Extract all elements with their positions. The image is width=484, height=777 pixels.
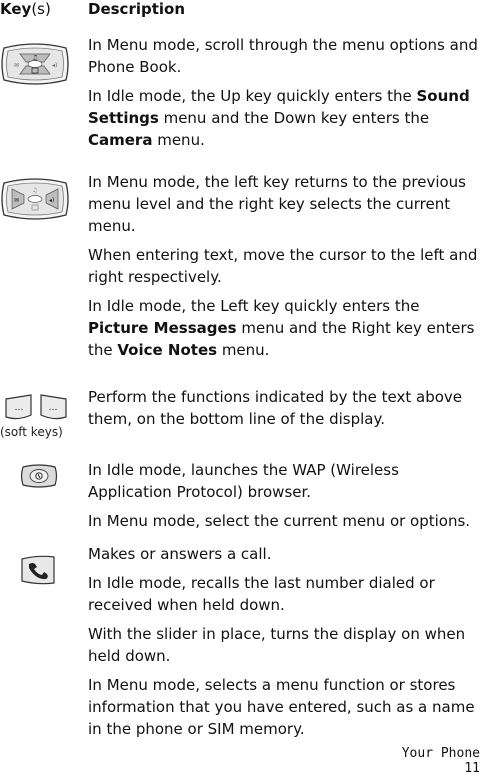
row-nav-updown-description: In Menu mode, scroll through the menu op…	[88, 34, 480, 158]
svg-text:♫: ♫	[32, 187, 37, 194]
nav-key-leftright-icon: ♫ ✉ ◂)	[1, 178, 69, 220]
nav-leftright-para-1: In Menu mode, the left key returns to th…	[88, 173, 466, 235]
soft-keys-icon: … …	[5, 394, 67, 420]
svg-text:◂): ◂)	[49, 197, 54, 204]
row-soft-keys-description: Perform the functions indicated by the t…	[88, 386, 480, 437]
key-column-header: Key(s)	[0, 0, 51, 18]
footer-section-title: Your Phone	[401, 746, 480, 761]
svg-text:…: …	[49, 403, 58, 413]
svg-text:◂): ◂)	[52, 62, 57, 69]
soft-keys-para-1: Perform the functions indicated by the t…	[88, 388, 463, 428]
nav-key-updown-icon: ♫ ✉ ◂)	[1, 43, 69, 85]
nav-leftright-para-3: In Idle mode, the Left key quickly enter…	[88, 297, 475, 359]
nav-updown-para-1: In Menu mode, scroll through the menu op…	[88, 36, 478, 76]
soft-keys-caption: (soft keys)	[0, 425, 63, 439]
row-call-key-description: Makes or answers a call. In Idle mode, r…	[88, 543, 480, 747]
call-key-icon	[21, 555, 55, 585]
footer-page-number: 11	[464, 761, 480, 776]
row-wap-key-description: In Idle mode, launches the WAP (Wireless…	[88, 459, 480, 539]
call-key-para-1: Makes or answers a call.	[88, 545, 272, 563]
page-footer: Your Phone 11	[402, 746, 480, 776]
svg-text:…: …	[15, 403, 24, 413]
call-key-para-3: With the slider in place, turns the disp…	[88, 625, 466, 665]
key-header-label: Key	[0, 0, 32, 18]
wap-key-para-2: In Menu mode, select the current menu or…	[88, 512, 471, 530]
nav-updown-para-2: In Idle mode, the Up key quickly enters …	[88, 87, 470, 149]
row-nav-leftright-description: In Menu mode, the left key returns to th…	[88, 171, 480, 368]
svg-text:✉: ✉	[14, 62, 19, 69]
description-column-header: Description	[88, 0, 186, 18]
wap-key-icon	[20, 464, 58, 488]
svg-text:✉: ✉	[14, 197, 19, 204]
call-key-para-4: In Menu mode, selects a menu function or…	[88, 676, 475, 738]
svg-text:♫: ♫	[32, 54, 38, 62]
wap-key-para-1: In Idle mode, launches the WAP (Wireless…	[88, 461, 399, 501]
key-header-suffix: (s)	[31, 0, 51, 18]
call-key-para-2: In Idle mode, recalls the last number di…	[88, 574, 435, 614]
nav-leftright-para-2: When entering text, move the cursor to t…	[88, 246, 478, 286]
